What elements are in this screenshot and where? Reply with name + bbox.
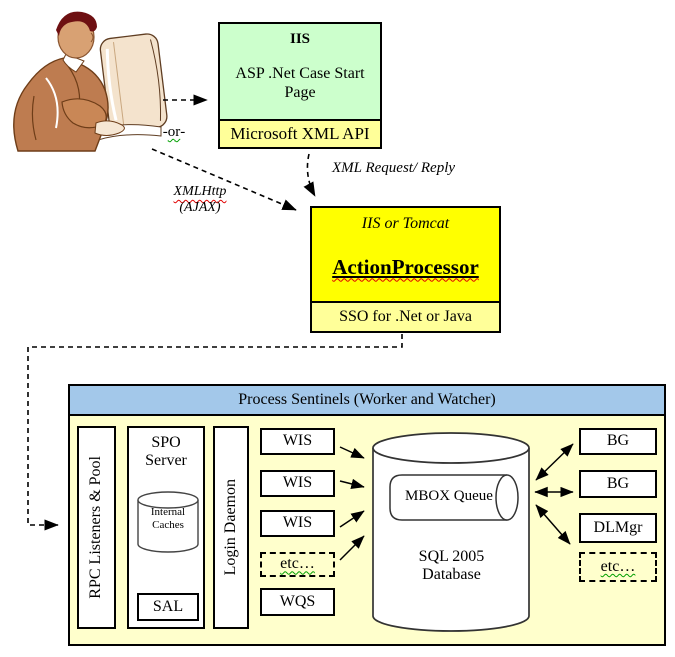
iis-box-title: IIS bbox=[289, 31, 311, 47]
action-box-title: IIS or Tomcat bbox=[361, 215, 450, 232]
sql-database-cylinder bbox=[372, 432, 530, 632]
iis-box-footer: Microsoft XML API bbox=[220, 119, 380, 147]
login-daemon-label: Login Daemon bbox=[221, 479, 239, 576]
or-label: - or - bbox=[162, 124, 186, 140]
sql-database-label: SQL 2005 Database bbox=[418, 548, 485, 584]
spo-server-label: SPO Server bbox=[145, 434, 187, 470]
dlmgr-box: DLMgr bbox=[579, 513, 657, 543]
action-processor-name: ActionProcessor bbox=[332, 254, 479, 279]
wis-box-3: WIS bbox=[260, 510, 335, 537]
bg-box-2: BG bbox=[579, 470, 657, 498]
bg-box-1: BG bbox=[579, 428, 657, 455]
xml-request-reply-label: XML Request/ Reply bbox=[332, 160, 456, 176]
user-at-computer-icon bbox=[13, 11, 168, 152]
mbox-queue-cylinder bbox=[389, 474, 519, 521]
action-processor-box: IIS or Tomcat ActionProcessor SSO for .N… bbox=[310, 206, 501, 333]
spo-server-box: SPO Server Internal Caches SAL bbox=[127, 426, 205, 629]
sal-box: SAL bbox=[137, 593, 199, 621]
process-sentinels-header: Process Sentinels (Worker and Watcher) bbox=[70, 386, 664, 416]
iis-box: IIS ASP .Net Case Start Page Microsoft X… bbox=[218, 22, 382, 149]
login-daemon-box: Login Daemon bbox=[213, 426, 249, 629]
wis-box-2: WIS bbox=[260, 470, 335, 497]
wqs-box: WQS bbox=[260, 588, 335, 616]
mbox-queue-label: MBOX Queue bbox=[405, 488, 493, 505]
iis-box-body: ASP .Net Case Start Page bbox=[235, 65, 365, 101]
rpc-listeners-pool-box: RPC Listeners & Pool bbox=[77, 426, 116, 629]
xmlhttp-ajax-label: XMLHttp (AJAX) bbox=[173, 184, 227, 215]
right-etc-box: etc… bbox=[579, 552, 657, 582]
rpc-listeners-pool-label: RPC Listeners & Pool bbox=[87, 456, 105, 599]
action-box-footer: SSO for .Net or Java bbox=[312, 301, 499, 331]
arrow-xmlapi-to-actionprocessor bbox=[303, 153, 316, 197]
internal-caches-label: Internal Caches bbox=[150, 506, 186, 532]
wis-etc-box: etc… bbox=[260, 552, 335, 577]
wis-box-1: WIS bbox=[260, 428, 335, 455]
